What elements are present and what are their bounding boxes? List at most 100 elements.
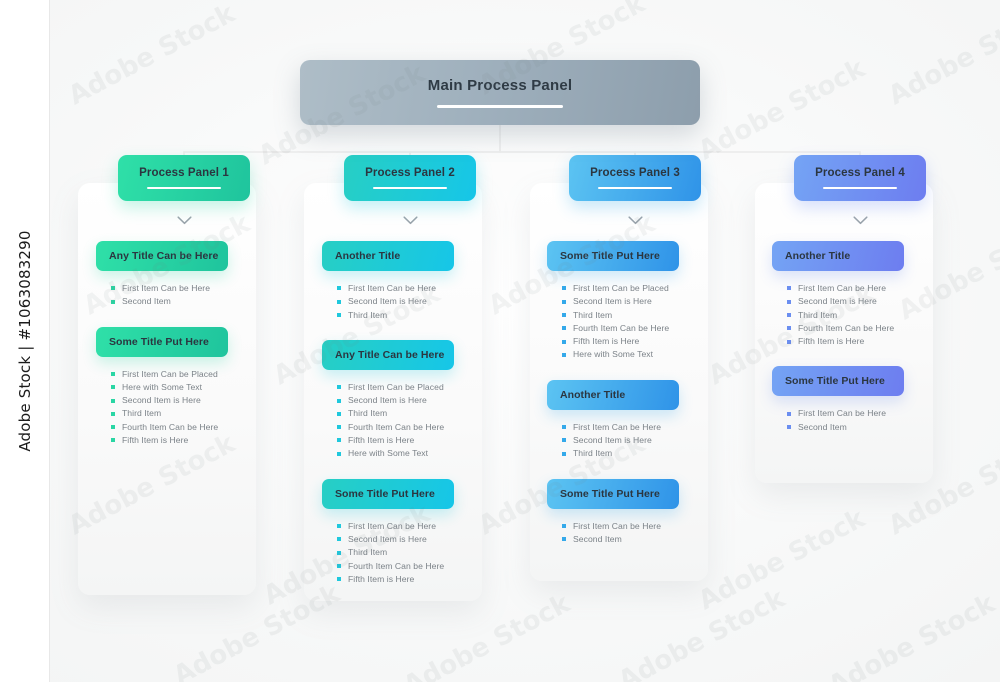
bullet-square-icon (111, 371, 115, 376)
watermark-tile: Adobe Stock (613, 583, 790, 682)
list-item: First Item Can be Placed (562, 282, 723, 295)
column-header-4[interactable]: Process Panel 4 (794, 155, 926, 201)
list-item-label: First Item Can be Here (348, 283, 437, 293)
column-header-2[interactable]: Process Panel 2 (344, 155, 476, 201)
title-underline (437, 105, 563, 108)
bullet-square-icon (562, 524, 566, 529)
section-title[interactable]: Any Title Can be Here (322, 339, 454, 370)
list-item-label: Second Item (798, 421, 847, 432)
header-underline (598, 186, 672, 190)
bullet-square-icon (562, 537, 566, 542)
list-item-label: First Item Can be Here (798, 408, 887, 419)
list-item: First Item Can be Here (787, 407, 948, 420)
bullet-square-icon (111, 398, 115, 403)
list-item-label: Third Item (573, 309, 613, 320)
bullet-square-icon (562, 438, 566, 443)
list-item: First Item Can be Here (562, 520, 723, 533)
section-title[interactable]: Some Title Put Here (547, 478, 679, 509)
list-item-label: Second Item (122, 296, 171, 307)
list-item-label: Fourth Item Can be Here (573, 322, 670, 333)
list-item-label: First Item Can be Here (573, 421, 662, 432)
stock-watermark-rail: Adobe Stock | #1063083290 (0, 0, 50, 682)
list-item-label: Second Item is Here (348, 395, 427, 406)
section-title[interactable]: Some Title Put Here (322, 478, 454, 509)
bullet-square-icon (562, 339, 566, 344)
list-item-label: Fifth Item is Here (348, 435, 415, 446)
section-title[interactable]: Another Title (322, 241, 454, 271)
main-process-panel[interactable]: Main Process Panel (300, 60, 700, 125)
list-item-label: Second Item is Here (122, 395, 201, 406)
header-underline (373, 186, 447, 190)
section-title[interactable]: Some Title Put Here (547, 241, 679, 271)
list-item-label: Fourth Item Can be Here (348, 421, 445, 432)
section-title[interactable]: Some Title Put Here (96, 326, 228, 357)
bullet-square-icon (787, 411, 791, 416)
list-item-label: Second Item (573, 533, 622, 544)
page-title: Main Process Panel (427, 77, 573, 94)
chevron-down-icon[interactable] (322, 207, 498, 233)
column-header-1[interactable]: Process Panel 1 (118, 155, 250, 201)
bullet-square-icon (337, 425, 341, 430)
list-item-label: Second Item is Here (348, 533, 427, 544)
bullet-square-icon (787, 339, 791, 344)
bullet-square-icon (562, 451, 566, 456)
list-item: Here with Some Text (337, 447, 498, 460)
list-item: Second Item is Here (562, 295, 723, 308)
column-header-3[interactable]: Process Panel 3 (569, 155, 701, 201)
chevron-down-icon[interactable] (547, 207, 723, 233)
list-item: First Item Can be Here (562, 421, 723, 434)
list-item: Fifth Item is Here (111, 434, 272, 447)
bullet-square-icon (111, 411, 115, 416)
list-item-label: Third Item (348, 408, 388, 419)
bullet-square-icon (787, 326, 791, 331)
list-item: First Item Can be Here (111, 282, 272, 295)
list-item: Fourth Item Can be Here (337, 560, 498, 573)
chevron-down-icon[interactable] (96, 207, 272, 233)
list-item: Second Item is Here (337, 533, 498, 546)
header-underline (147, 186, 221, 190)
watermark-tile: Adobe Stock (823, 588, 1000, 682)
list-item-label: Fifth Item is Here (348, 573, 415, 584)
list-item-label: First Item Can be Here (122, 283, 211, 293)
list-item: Third Item (111, 407, 272, 420)
watermark-tile: Adobe Stock (63, 0, 240, 112)
bullet-square-icon (562, 286, 566, 291)
list-item: Second Item is Here (562, 434, 723, 447)
list-item-label: Fourth Item Can be Here (348, 560, 445, 571)
list-item-label: Third Item (573, 448, 613, 459)
list-item-label: Here with Some Text (348, 448, 429, 459)
bullet-square-icon (337, 524, 341, 529)
section-title[interactable]: Any Title Can be Here (96, 241, 228, 271)
column-header-label: Process Panel 2 (365, 166, 455, 179)
list-item: Third Item (562, 447, 723, 460)
list-item-label: Third Item (348, 547, 388, 558)
list-item: Third Item (787, 309, 948, 322)
list-item: Second Item (562, 533, 723, 546)
bullet-square-icon (111, 286, 115, 291)
section-title[interactable]: Another Title (772, 241, 904, 271)
bullet-square-icon (337, 398, 341, 403)
list-item: Fourth Item Can be Here (562, 322, 723, 335)
bullet-square-icon (111, 438, 115, 443)
bullet-square-icon (337, 451, 341, 456)
list-item: Second Item is Here (337, 295, 498, 308)
section-title[interactable]: Some Title Put Here (772, 366, 904, 397)
list-item-label: Second Item is Here (573, 296, 652, 307)
list-item: Fifth Item is Here (787, 335, 948, 348)
list-item: Fourth Item Can be Here (111, 421, 272, 434)
section-title[interactable]: Another Title (547, 379, 679, 410)
stock-id-label: Adobe Stock | #1063083290 (15, 230, 34, 452)
list-item: Here with Some Text (111, 381, 272, 394)
chevron-down-icon[interactable] (772, 207, 948, 233)
